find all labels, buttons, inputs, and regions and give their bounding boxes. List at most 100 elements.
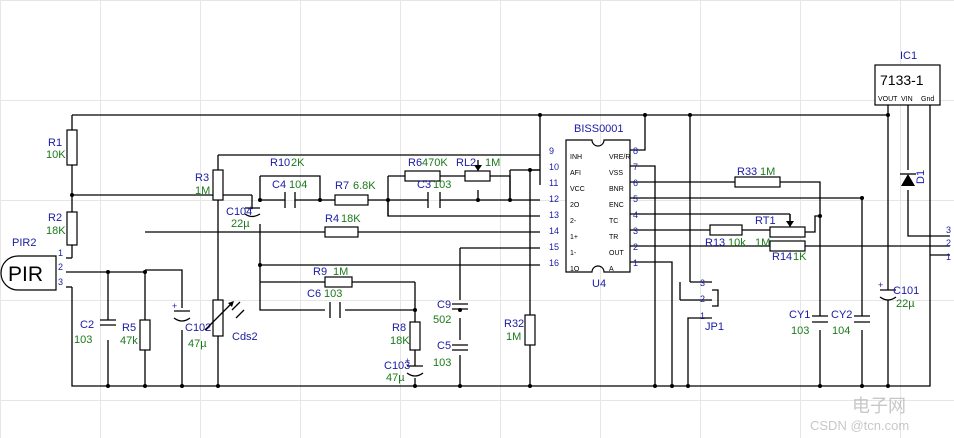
u4-pin-name: TC <box>609 218 618 225</box>
svg-text:6.8K: 6.8K <box>353 180 376 192</box>
svg-text:CSDN @tcn.com: CSDN @tcn.com <box>810 418 909 433</box>
potentiometer-rl2: RL2 1M <box>456 157 500 182</box>
u4-pin-name: INH <box>570 154 582 161</box>
svg-text:C103: C103 <box>384 360 410 372</box>
svg-text:1: 1 <box>58 248 63 258</box>
resistor-r6: R6 470K <box>404 157 448 182</box>
resistor-r32: R32 1M <box>504 314 536 346</box>
svg-text:47k: 47k <box>120 335 138 347</box>
capacitor-c9: C9 502 <box>433 299 468 326</box>
svg-text:CY1: CY1 <box>789 309 810 321</box>
svg-text:1: 1 <box>700 311 705 321</box>
svg-text:1M: 1M <box>506 331 521 343</box>
u4-pin-number: 13 <box>549 210 559 220</box>
u4-pin-number: 16 <box>549 258 559 268</box>
u4-pin-number: 11 <box>549 178 558 188</box>
u4-pin-name: 1O <box>570 266 580 273</box>
svg-text:C6: C6 <box>307 288 321 300</box>
svg-text:C102: C102 <box>185 322 211 334</box>
svg-text:103: 103 <box>791 325 809 337</box>
svg-text:1M: 1M <box>755 237 770 249</box>
resistor-r8: R8 18K <box>390 321 421 351</box>
potentiometer-rt1: RT1 1M <box>755 214 806 249</box>
svg-text:R13: R13 <box>705 237 725 249</box>
svg-text:VOUT: VOUT <box>878 96 898 103</box>
svg-text:1K: 1K <box>793 251 807 263</box>
u4-pin-name: A <box>609 266 614 273</box>
svg-text:1: 1 <box>946 252 951 262</box>
svg-text:C101: C101 <box>893 285 919 297</box>
svg-text:3: 3 <box>946 225 951 235</box>
svg-text:2: 2 <box>700 294 705 304</box>
svg-text:1M: 1M <box>760 166 775 178</box>
svg-text:CY2: CY2 <box>831 309 852 321</box>
svg-text:3: 3 <box>700 278 705 288</box>
svg-text:22µ: 22µ <box>231 218 250 230</box>
u4-pin-name: 1+ <box>570 234 578 241</box>
u4-pin-name: 2O <box>570 202 580 209</box>
capacitor-c101: + C101 22µ <box>878 280 919 310</box>
svg-text:R5: R5 <box>122 322 136 334</box>
u4-pin-name: ENC <box>609 202 624 209</box>
svg-text:R6: R6 <box>408 157 422 169</box>
capacitor-c2: C2 103 <box>74 319 116 346</box>
u4-pin-name: TR <box>609 234 618 241</box>
photoresistor-cds2: Cds2 <box>204 299 258 343</box>
u4-pin-number: 7 <box>633 162 638 172</box>
resistor-r2: R2 18K <box>46 211 78 246</box>
svg-text:R14: R14 <box>772 251 792 263</box>
u4-pin-number: 8 <box>633 146 638 156</box>
svg-text:R7: R7 <box>335 180 349 192</box>
pir-sensor: PIR PIR2 1 2 3 <box>0 237 63 291</box>
u4-pin-number: 2 <box>633 242 638 252</box>
svg-text:502: 502 <box>433 314 451 326</box>
resistor-r14: R14 1K <box>769 240 807 263</box>
regulator-ic1: IC1 7133-1 VOUT VIN Gnd <box>874 50 941 106</box>
svg-text:2K: 2K <box>291 157 305 169</box>
svg-text:22µ: 22µ <box>896 298 915 310</box>
svg-text:Cds2: Cds2 <box>232 331 258 343</box>
capacitor-c104: + C104 22µ <box>226 204 261 230</box>
output-connector: 3 2 1 <box>946 225 951 262</box>
svg-text:+: + <box>405 356 410 366</box>
capacitor-c3: C3 103 <box>417 179 451 208</box>
u4-pin-number: 15 <box>549 242 559 252</box>
svg-text:2: 2 <box>58 262 63 272</box>
capacitor-c4: C4 104 <box>272 179 307 208</box>
capacitor-c5: C5 103 <box>433 340 468 369</box>
svg-text:C104: C104 <box>226 206 252 218</box>
svg-text:+: + <box>248 204 253 214</box>
svg-text:R10: R10 <box>270 157 290 169</box>
u4-pin-name: AFI <box>570 170 581 177</box>
u4-pin-number: 1 <box>633 258 638 268</box>
svg-text:1M: 1M <box>485 157 500 169</box>
svg-text:IC1: IC1 <box>900 50 917 62</box>
svg-text:47µ: 47µ <box>188 338 207 350</box>
svg-text:103: 103 <box>324 288 342 300</box>
u4-pin-number: 6 <box>633 178 638 188</box>
svg-text:RT1: RT1 <box>755 215 776 227</box>
svg-text:R9: R9 <box>313 266 327 278</box>
svg-text:C2: C2 <box>80 319 94 331</box>
svg-text:3: 3 <box>58 277 63 287</box>
diode-d1: D1 <box>900 170 927 186</box>
u4-pin-number: 14 <box>549 226 559 236</box>
svg-text:103: 103 <box>433 357 451 369</box>
svg-text:VIN: VIN <box>901 96 913 103</box>
svg-text:1M: 1M <box>195 185 210 197</box>
junctions <box>70 113 890 388</box>
svg-text:U4: U4 <box>592 278 606 290</box>
svg-text:R2: R2 <box>48 212 62 224</box>
svg-text:PIR2: PIR2 <box>12 237 36 249</box>
jumper-jp1: 3 2 1 JP1 <box>700 278 724 333</box>
ic-u4-biss0001: BISS0001 U4 9INH10AFI11VCC122O132-141+15… <box>549 123 638 290</box>
watermark: 电子网 CSDN @tcn.com <box>810 396 909 433</box>
svg-text:47µ: 47µ <box>386 372 405 384</box>
u4-pin-name: VCC <box>570 186 585 193</box>
svg-text:18K: 18K <box>46 225 66 237</box>
svg-text:R32: R32 <box>504 318 524 330</box>
u4-pin-name: VSS <box>609 170 623 177</box>
svg-text:R1: R1 <box>48 137 62 149</box>
